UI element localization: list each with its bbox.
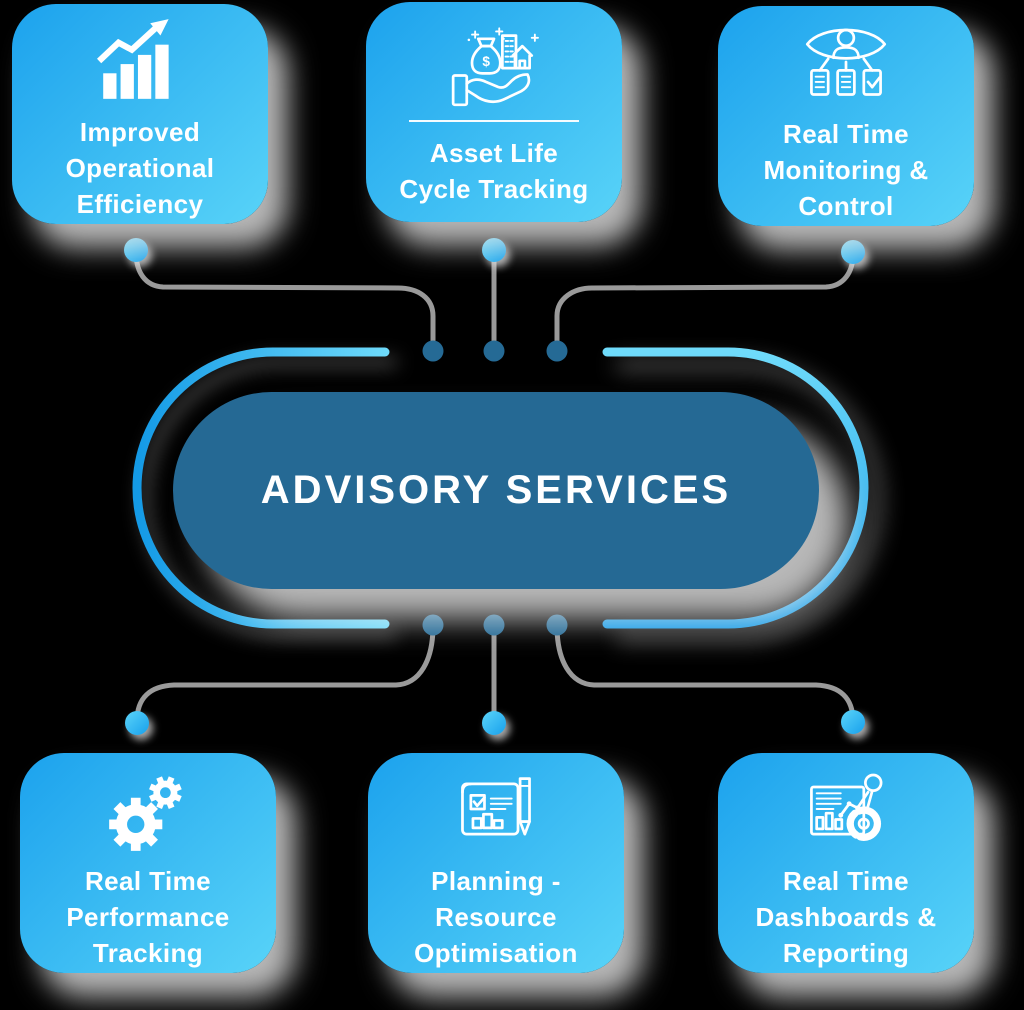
card-label: Asset Life Cycle Tracking	[399, 138, 589, 204]
connector-bottom-left	[134, 623, 436, 724]
card-real-time-dashboards-reporting: Real Time Dashboards & Reporting	[718, 753, 974, 973]
connector-bottom-right	[554, 623, 856, 724]
connector-dot-dark	[546, 340, 568, 362]
asset-hand-money-icon: $	[446, 14, 542, 116]
dashboard-report-icon	[798, 765, 894, 853]
connector-dot-dark	[483, 340, 505, 362]
card-real-time-performance-tracking: Real Time Performance Tracking	[20, 753, 276, 973]
card-label: Real Time Dashboards & Reporting	[755, 866, 937, 968]
card-planning-resource-optimisation: Planning - Resource Optimisation	[368, 753, 624, 973]
card-asset-life-cycle-tracking: $ Asset Life Cycle Tracking	[366, 2, 622, 222]
connector-top-right	[554, 251, 856, 352]
card-label: Real Time Monitoring & Control	[763, 119, 929, 221]
card-label: Planning - Resource Optimisation	[414, 866, 578, 968]
connector-dot-light	[841, 240, 865, 264]
monitoring-eye-icon	[798, 18, 894, 106]
connector-dot-light	[841, 710, 865, 734]
growth-bar-chart-icon	[94, 16, 186, 104]
connector-dot-light	[124, 238, 148, 262]
card-real-time-monitoring-control: Real Time Monitoring & Control	[718, 6, 974, 226]
card-label: Real Time Performance Tracking	[66, 866, 230, 968]
card-improved-operational-efficiency: Improved Operational Efficiency	[12, 4, 268, 224]
connector-dot-dark	[483, 614, 505, 636]
connector-dot-dark	[546, 614, 568, 636]
ring-left-arc	[132, 347, 390, 629]
advisory-services-pill: ADVISORY SERVICES	[173, 392, 819, 589]
connector-dot-dark	[422, 340, 444, 362]
gears-icon	[102, 765, 194, 853]
ring-right-arc	[602, 347, 869, 629]
connector-dot-light	[482, 238, 506, 262]
connector-dot-light	[125, 711, 149, 735]
svg-text:$: $	[482, 54, 490, 69]
planning-blueprint-icon	[448, 765, 544, 853]
connector-dot-light	[482, 711, 506, 735]
connector-dot-dark	[422, 614, 444, 636]
card-divider	[409, 120, 579, 122]
advisory-services-label: ADVISORY SERVICES	[260, 468, 732, 512]
connector-top-left	[133, 249, 436, 352]
card-label: Improved Operational Efficiency	[65, 117, 215, 219]
